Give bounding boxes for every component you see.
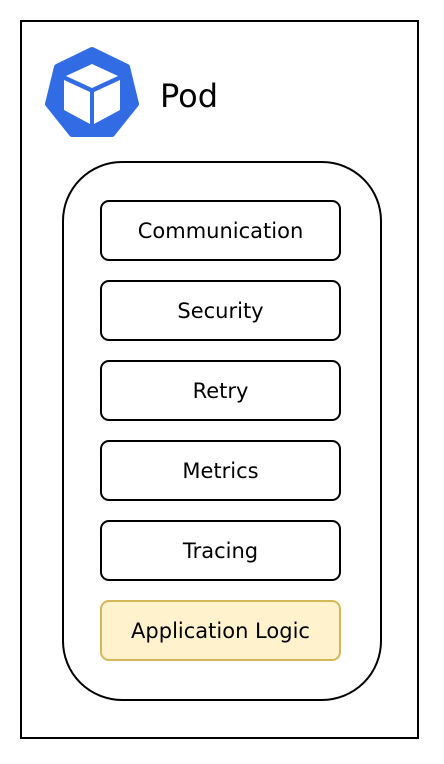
module-label: Metrics xyxy=(182,458,259,483)
module-label: Communication xyxy=(137,218,304,243)
pod-logo-icon xyxy=(44,46,140,142)
module-label: Application Logic xyxy=(131,618,310,643)
module-label: Security xyxy=(177,298,264,323)
pod-title: Pod xyxy=(160,77,219,115)
module-tracing: Tracing xyxy=(100,520,341,581)
module-retry: Retry xyxy=(100,360,341,421)
module-label: Tracing xyxy=(182,538,259,563)
module-security: Security xyxy=(100,280,341,341)
module-communication: Communication xyxy=(100,200,341,261)
module-label: Retry xyxy=(192,378,249,403)
module-metrics: Metrics xyxy=(100,440,341,501)
module-application-logic: Application Logic xyxy=(100,600,341,661)
